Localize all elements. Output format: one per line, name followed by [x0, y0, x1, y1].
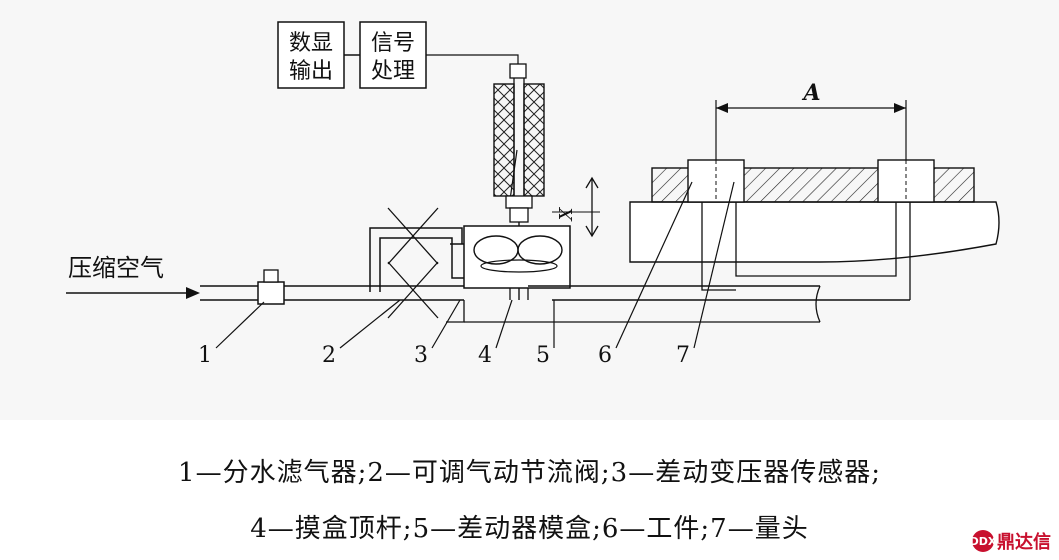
compressed-air-label: 压缩空气 — [68, 254, 164, 282]
dimension-x-label: X — [556, 206, 577, 222]
callout-2: 2 — [322, 343, 336, 368]
callout-numbers: 1 2 3 4 5 6 7 — [198, 343, 690, 368]
logo-text: 鼎达信 — [997, 532, 1051, 553]
signal-processing-box: 信号 处理 — [359, 21, 427, 89]
logo-mark-icon: DDX — [970, 530, 996, 552]
callout-4: 4 — [478, 343, 492, 368]
callout-6: 6 — [598, 343, 612, 368]
signal-processing-line1: 信号 — [371, 31, 415, 56]
dimension-a: A — [715, 80, 907, 160]
bellows-box — [463, 225, 571, 289]
callout-3: 3 — [414, 343, 428, 368]
caption-line-2: 4—摸盒顶杆;5—差动器模盒;6—工件;7—量头 — [250, 514, 809, 544]
display-output-box: 数显 输出 — [277, 21, 345, 89]
compressed-air-input: 压缩空气 — [66, 254, 200, 299]
dimension-a-label: A — [801, 80, 820, 106]
callout-1: 1 — [198, 343, 212, 368]
transducer-coil — [493, 63, 545, 300]
air-supply-line — [200, 285, 910, 323]
throttle-valve-loop — [369, 207, 464, 319]
dimension-x: X — [552, 176, 600, 238]
signal-wire — [426, 54, 519, 70]
callout-7: 7 — [676, 343, 690, 368]
watermark-logo: DDX 鼎达信 — [970, 528, 1051, 554]
caption-line-1: 1—分水滤气器;2—可调气动节流阀;3—差动变压器传感器; — [178, 458, 881, 488]
display-output-line2: 输出 — [289, 59, 333, 84]
water-filter — [257, 269, 285, 305]
callout-5: 5 — [536, 343, 550, 368]
callout-leaders — [215, 181, 735, 349]
measurement-diagram: 数显 输出 信号 处理 X — [66, 21, 1000, 368]
display-output-line1: 数显 — [289, 31, 333, 56]
signal-processing-line2: 处理 — [371, 59, 415, 84]
workpiece-fixture — [629, 159, 1000, 300]
